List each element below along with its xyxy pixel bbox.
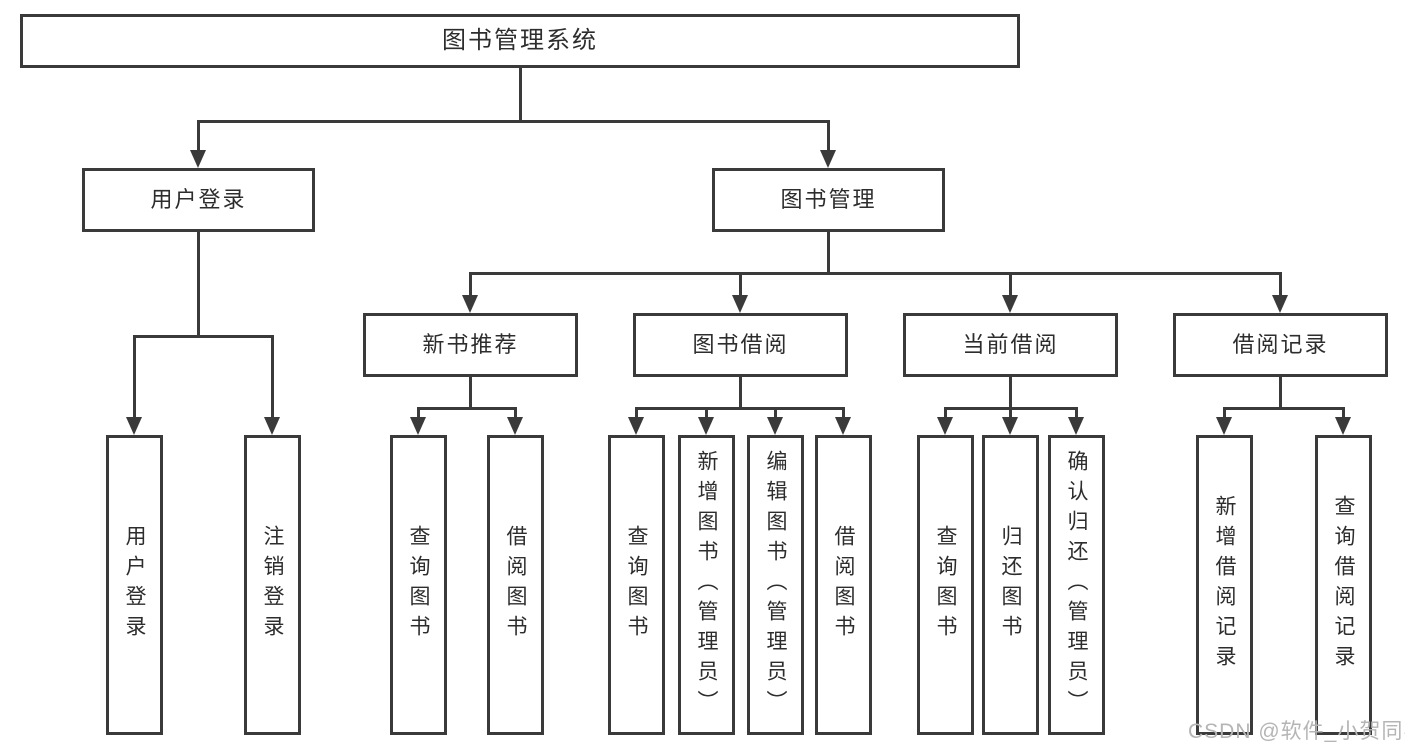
connector-line [1279, 272, 1282, 297]
arrow-down-icon [264, 417, 280, 435]
node-library-system: 图书管理系统 [20, 14, 1020, 68]
connector-line [635, 407, 638, 419]
node-label: 查询图书 [934, 525, 957, 645]
connector-line [774, 407, 777, 419]
connector-line [705, 407, 708, 419]
arrow-down-icon [1002, 295, 1018, 313]
node-query-books-borrowing: 查询图书 [608, 435, 665, 735]
connector-line [133, 335, 136, 419]
connector-line [469, 272, 1281, 275]
arrow-down-icon [190, 150, 206, 168]
connector-line [827, 120, 830, 152]
arrow-down-icon [1068, 417, 1084, 435]
arrow-down-icon [937, 417, 953, 435]
node-label: 查询图书 [407, 525, 430, 645]
node-borrow-books-borrowing: 借阅图书 [815, 435, 872, 735]
arrow-down-icon [820, 150, 836, 168]
node-query-books-current: 查询图书 [917, 435, 974, 735]
node-add-borrow-record: 新增借阅记录 [1196, 435, 1253, 735]
node-edit-book-admin: 编辑图书（管理员） [747, 435, 804, 735]
node-user-login-leaf: 用户登录 [106, 435, 163, 735]
connector-line [739, 377, 742, 407]
arrow-down-icon [628, 417, 644, 435]
node-label: 借阅图书 [832, 525, 855, 645]
connector-line [519, 68, 522, 120]
arrow-down-icon [767, 417, 783, 435]
arrow-down-icon [507, 417, 523, 435]
connector-line [417, 407, 517, 410]
node-label: 确认归还（管理员） [1065, 450, 1088, 720]
node-label: 当前借阅 [962, 332, 1059, 357]
connector-line [1342, 407, 1345, 419]
arrow-down-icon [732, 295, 748, 313]
node-query-borrow-record: 查询借阅记录 [1315, 435, 1372, 735]
node-borrow-records: 借阅记录 [1173, 313, 1388, 377]
node-label: 借阅记录 [1232, 332, 1329, 357]
watermark: CSDN @软件_小贺同学 [1188, 720, 1405, 743]
connector-line [1223, 407, 1345, 410]
node-label: 图书借阅 [692, 332, 789, 357]
node-book-management: 图书管理 [712, 168, 945, 232]
arrow-down-icon [1272, 295, 1288, 313]
connector-line [197, 120, 200, 152]
connector-line [944, 407, 947, 419]
node-user-login: 用户登录 [82, 168, 315, 232]
arrow-down-icon [835, 417, 851, 435]
node-label: 查询借阅记录 [1332, 495, 1355, 675]
node-book-borrowing: 图书借阅 [633, 313, 848, 377]
connector-line [1279, 377, 1282, 407]
node-query-books-recommend: 查询图书 [390, 435, 447, 735]
arrow-down-icon [698, 417, 714, 435]
arrow-down-icon [410, 417, 426, 435]
node-label: 查询图书 [625, 525, 648, 645]
node-new-book-recommend: 新书推荐 [363, 313, 578, 377]
node-label: 图书管理 [780, 187, 877, 212]
node-label: 新书推荐 [422, 332, 519, 357]
arrow-down-icon [126, 417, 142, 435]
arrow-down-icon [462, 295, 478, 313]
connector-line [417, 407, 420, 419]
node-label: 用户登录 [150, 187, 247, 212]
connector-line [1009, 272, 1012, 297]
connector-line [197, 120, 829, 123]
arrow-down-icon [1335, 417, 1351, 435]
connector-line [635, 407, 843, 410]
node-label: 用户登录 [123, 525, 146, 645]
connector-line [469, 272, 472, 297]
node-label: 归还图书 [999, 525, 1022, 645]
connector-line [271, 335, 274, 419]
connector-line [842, 407, 845, 419]
node-return-book: 归还图书 [982, 435, 1039, 735]
connector-line [739, 272, 742, 297]
connector-line [1223, 407, 1226, 419]
node-label: 编辑图书（管理员） [764, 450, 787, 720]
node-add-book-admin: 新增图书（管理员） [678, 435, 735, 735]
node-label: 借阅图书 [504, 525, 527, 645]
connector-line [1009, 407, 1012, 419]
node-confirm-return-admin: 确认归还（管理员） [1048, 435, 1105, 735]
node-logout: 注销登录 [244, 435, 301, 735]
node-current-borrowing: 当前借阅 [903, 313, 1118, 377]
connector-line [469, 377, 472, 407]
connector-line [133, 335, 274, 338]
node-label: 新增图书（管理员） [695, 450, 718, 720]
connector-line [827, 232, 830, 272]
connector-line [514, 407, 517, 419]
node-label: 注销登录 [261, 525, 284, 645]
connector-line [1009, 377, 1012, 407]
arrow-down-icon [1216, 417, 1232, 435]
connector-line [1075, 407, 1078, 419]
arrow-down-icon [1002, 417, 1018, 435]
connector-line [197, 232, 200, 335]
node-borrow-books-recommend: 借阅图书 [487, 435, 544, 735]
node-label: 图书管理系统 [442, 27, 598, 54]
node-label: 新增借阅记录 [1213, 495, 1236, 675]
